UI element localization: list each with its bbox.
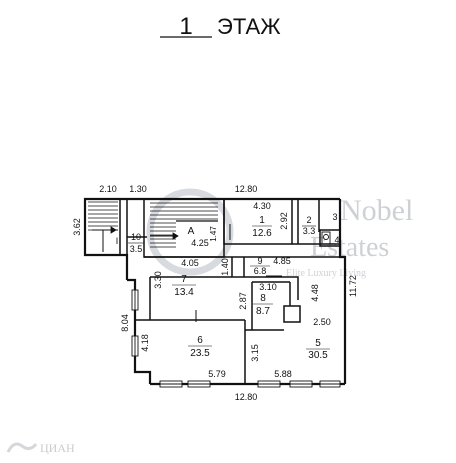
stairs (88, 201, 218, 252)
footer-logo-text: ЦИАН (40, 441, 75, 455)
dim-3-15: 3.15 (250, 344, 260, 362)
room-7-id: 7 (181, 274, 187, 285)
dim-2-10: 2.10 (99, 184, 117, 194)
room-7-area: 13.4 (174, 287, 194, 298)
room-6-id: 6 (197, 335, 203, 346)
room-1-id: 1 (259, 215, 265, 226)
dim-12-80-top: 12.80 (235, 184, 258, 194)
room-9-area: 6.8 (254, 266, 267, 276)
dim-4-25: 4.25 (191, 238, 209, 248)
room-I-id: I (116, 236, 119, 246)
room-8-area: 8.7 (256, 306, 270, 317)
watermark-line3: Elite Luxury Living (286, 268, 366, 279)
footer-logo: ЦИАН (6, 441, 75, 455)
stair-left (88, 201, 118, 252)
room-1-area: 12.6 (252, 228, 272, 239)
dim-4-48: 4.48 (310, 284, 320, 302)
interior-walls (119, 198, 341, 384)
room-9-id: 9 (257, 256, 262, 266)
watermark-line1: Nobel (340, 194, 413, 227)
dim-2-50: 2.50 (313, 317, 331, 327)
dim-5-79: 5.79 (208, 369, 226, 379)
room-A-id: A (188, 226, 195, 237)
dim-12-80-bottom: 12.80 (235, 392, 258, 402)
floor-label: ЭТАЖ (217, 14, 281, 39)
stair-core (150, 202, 218, 248)
dim-2-87: 2.87 (238, 292, 248, 310)
room-3-id: 3 (332, 212, 337, 222)
doors (195, 224, 282, 322)
wc-fixture-icon (321, 231, 331, 245)
footer-logo-icon (6, 442, 38, 453)
dim-4-30: 4.30 (253, 201, 271, 211)
dim-4-85: 4.85 (273, 256, 291, 266)
dim-11-72: 11.72 (348, 275, 358, 297)
windows (131, 289, 341, 388)
room-10-id: 10 (131, 232, 141, 242)
room-5-id: 5 (315, 338, 321, 349)
room-6-area: 23.5 (190, 348, 210, 359)
room-8-id: 8 (260, 293, 266, 304)
dim-1-47: 1.47 (209, 226, 218, 242)
room-2-area: 3.3 (303, 226, 316, 236)
dim-3-10: 3.10 (259, 282, 277, 292)
dim-4-05: 4.05 (181, 258, 199, 268)
dimension-labels: 2.10 1.30 12.80 4.30 3.62 2.92 4.25 1.47… (72, 184, 358, 402)
dim-3-62: 3.62 (72, 218, 82, 236)
dim-1-40: 1.40 (220, 258, 230, 276)
room-5-area: 30.5 (308, 350, 328, 361)
floor-title: 1 ЭТАЖ (160, 13, 281, 40)
room-2-id: 2 (306, 215, 311, 225)
dim-1-30: 1.30 (129, 184, 147, 194)
dim-2-92: 2.92 (279, 212, 289, 230)
room-4-id: 4 (334, 235, 339, 245)
room-labels: 1 12.6 2 3.3 3 4 5 30.5 6 23.5 7 13.4 8 … (116, 212, 340, 361)
room-10-area: 3.5 (130, 244, 143, 254)
dim-5-88: 5.88 (274, 369, 292, 379)
floor-number: 1 (179, 13, 192, 40)
dim-4-18: 4.18 (140, 334, 150, 352)
dim-3-30: 3.30 (153, 271, 163, 289)
dim-8-04: 8.04 (120, 314, 130, 332)
